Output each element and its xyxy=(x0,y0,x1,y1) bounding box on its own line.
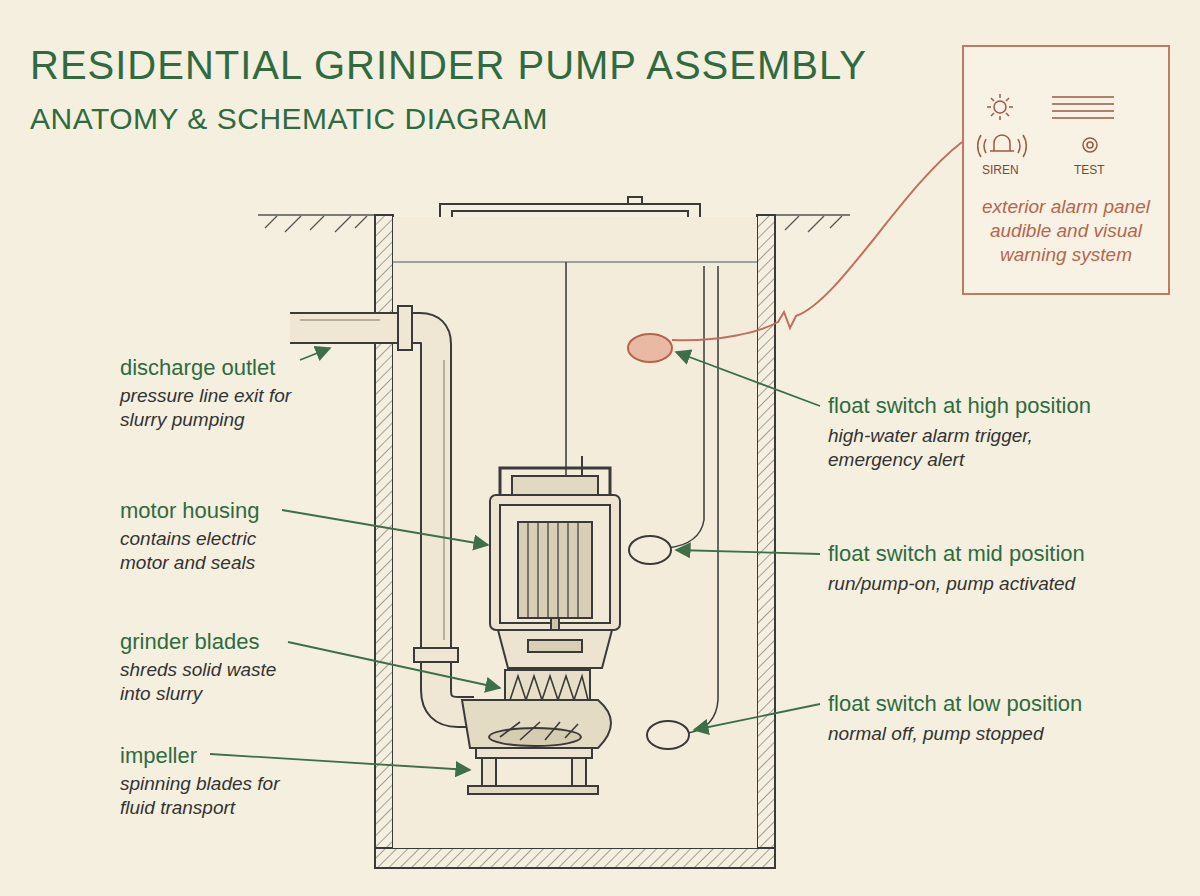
diagram-title: RESIDENTIAL GRINDER PUMP ASSEMBLY xyxy=(30,40,867,90)
panel-button-label: TEST xyxy=(1074,163,1105,177)
tank-lid xyxy=(440,197,700,217)
water-line xyxy=(393,261,757,263)
panel-caption: audible and visual warning system xyxy=(970,219,1162,267)
part-note: run/pump-on, pump activated xyxy=(828,572,1168,596)
subtitle: ANATOMY & SCHEMATIC DIAGRAM xyxy=(30,100,548,138)
part-name: float switch at low position xyxy=(828,690,1168,718)
part-note: normal off, pump stopped xyxy=(828,722,1168,746)
leader-lines xyxy=(210,348,820,770)
panel-caption: exterior alarm panel xyxy=(970,195,1162,219)
panel-button-label: SIREN xyxy=(982,163,1019,177)
part-note: shreds solid waste into slurry xyxy=(120,658,295,706)
part-note: pressure line exit for slurry pumping xyxy=(120,384,305,432)
grinder-pump xyxy=(462,262,620,794)
part-name: motor housing xyxy=(120,497,320,525)
part-name: float switch at mid position xyxy=(828,540,1168,568)
part-name: grinder blades xyxy=(120,628,320,656)
discharge-pipe xyxy=(290,306,474,712)
part-note: contains electric motor and seals xyxy=(120,527,305,575)
part-name: impeller xyxy=(120,742,320,770)
part-note: spinning blades for fluid transport xyxy=(120,772,305,820)
part-name: discharge outlet xyxy=(120,354,320,382)
part-note: high-water alarm trigger, emergency aler… xyxy=(828,424,1128,472)
alarm-panel: SIREN TEST exterior alarm panelaudible and… xyxy=(962,45,1170,295)
part-name: float switch at high position xyxy=(828,392,1168,420)
